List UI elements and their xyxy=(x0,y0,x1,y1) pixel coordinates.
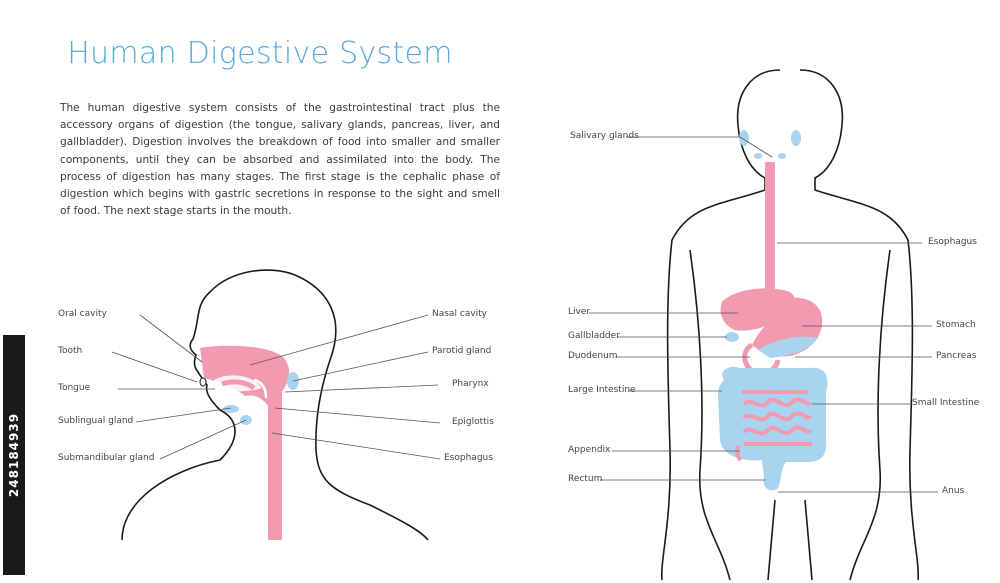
label-gallbladder: Gallbladder xyxy=(568,331,620,342)
label-parotid-gland: Parotid gland xyxy=(432,346,491,357)
label-tooth: Tooth xyxy=(58,346,82,357)
label-epiglottis: Epiglottis xyxy=(452,417,494,428)
label-salivary-glands: Salivary glands xyxy=(570,131,639,142)
salivary-gland-left xyxy=(739,130,749,146)
label-head-esophagus: Esophagus xyxy=(444,453,493,464)
stock-id-strip: 248184939 xyxy=(3,335,25,575)
label-submandibular-gland: Submandibular gland xyxy=(58,453,154,464)
label-nasal-cavity: Nasal cavity xyxy=(432,309,487,320)
label-small-intestine: Small Intestine xyxy=(912,398,979,409)
label-large-intestine: Large Intestine xyxy=(568,385,636,396)
label-oral-cavity: Oral cavity xyxy=(58,309,107,320)
label-body-esophagus: Esophagus xyxy=(928,237,977,248)
label-appendix: Appendix xyxy=(568,445,610,456)
nasal-oral-cavity xyxy=(200,346,289,540)
label-anus: Anus xyxy=(942,486,964,497)
label-sublingual-gland: Sublingual gland xyxy=(58,416,133,427)
label-stomach: Stomach xyxy=(936,320,976,331)
head-organs xyxy=(200,346,299,540)
label-pharynx: Pharynx xyxy=(452,379,489,390)
tooth xyxy=(200,378,206,386)
gallbladder xyxy=(725,332,739,342)
label-liver: Liver xyxy=(568,307,590,318)
label-pancreas: Pancreas xyxy=(936,351,976,362)
label-tongue: Tongue xyxy=(58,383,90,394)
esophagus xyxy=(765,162,775,302)
body-organs xyxy=(718,130,827,490)
salivary-gland-right xyxy=(791,130,801,146)
label-rectum: Rectum xyxy=(568,474,602,485)
stock-id-number: 248184939 xyxy=(7,413,21,497)
label-duodenum: Duodenum xyxy=(568,351,618,362)
